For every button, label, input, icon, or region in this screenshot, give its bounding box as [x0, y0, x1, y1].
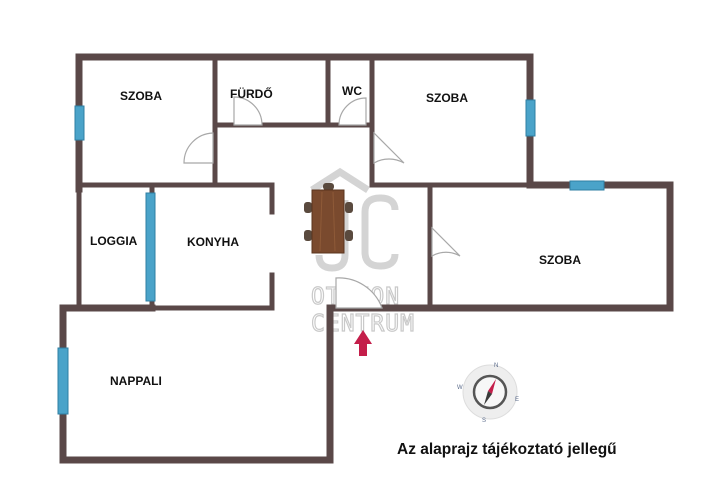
window-loggia — [145, 192, 156, 302]
room-label-loggia: LOGGIA — [90, 234, 138, 248]
compass-e: E — [515, 397, 519, 403]
door-szoba1 — [183, 132, 214, 164]
door-entrance — [335, 277, 383, 309]
compass-n: N — [494, 363, 498, 369]
compass: N E S W — [457, 363, 519, 424]
window-szoba2 — [525, 99, 536, 137]
chair-icon — [323, 183, 334, 190]
window-szoba1 — [74, 105, 85, 141]
room-label-furdo: FÜRDŐ — [230, 86, 273, 101]
window-nappali — [57, 347, 69, 415]
windows — [57, 99, 605, 415]
room-labels: SZOBA FÜRDŐ WC SZOBA LOGGIA KONYHA SZOBA… — [90, 84, 581, 388]
entrance-arrow-icon — [354, 330, 372, 356]
compass-w: W — [457, 385, 463, 391]
chair-icon — [304, 202, 312, 213]
watermark-logo-icon — [310, 167, 399, 272]
door-furdo — [233, 96, 263, 126]
compass-needle-icon — [488, 379, 496, 394]
chair-icon — [345, 202, 353, 213]
room-label-konyha: KONYHA — [187, 235, 239, 249]
dining-table — [304, 183, 353, 254]
room-label-nappali: NAPPALI — [110, 374, 162, 388]
room-label-wc: WC — [342, 84, 362, 98]
door-wc — [338, 97, 367, 126]
door-szoba3 — [431, 226, 461, 258]
doors — [183, 96, 461, 309]
disclaimer-text: Az alaprajz tájékoztató jellegű — [397, 441, 617, 458]
door-szoba2 — [373, 131, 405, 165]
chair-icon — [345, 230, 353, 241]
table-icon — [311, 189, 345, 254]
chair-icon — [304, 230, 312, 241]
room-label-szoba-3: SZOBA — [539, 253, 581, 267]
room-label-szoba-1: SZOBA — [120, 89, 162, 103]
room-label-szoba-2: SZOBA — [426, 91, 468, 105]
compass-s: S — [482, 418, 486, 424]
window-szoba3 — [569, 180, 605, 191]
